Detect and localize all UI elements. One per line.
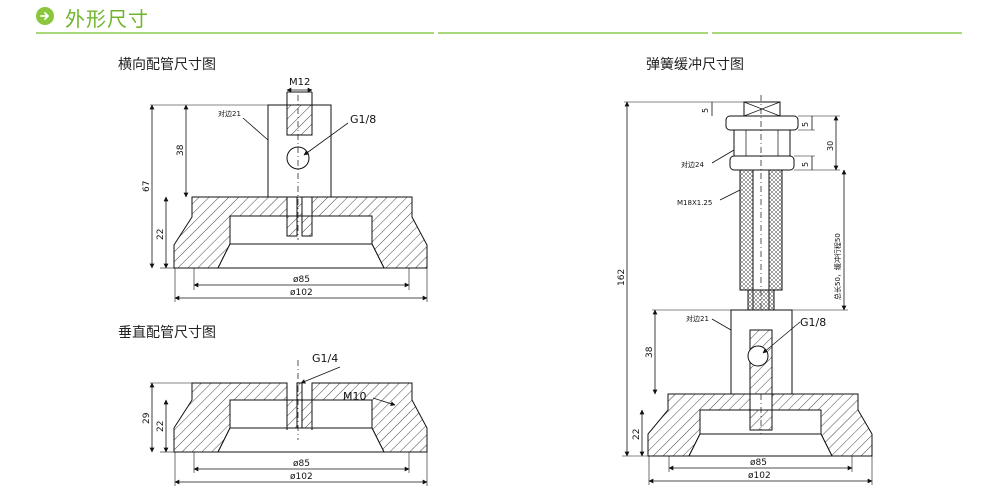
spring-dim-38: 38 [645,346,655,358]
horizontal-dim-85: ø85 [293,275,310,285]
vertical-dim-29: 29 [142,412,152,424]
horizontal-dim-38: 38 [176,144,186,156]
spring-dim-162: 162 [617,269,627,286]
vertical-drawing-title: 垂直配管尺寸图 [118,325,216,341]
vertical-dim-102: ø102 [290,472,313,482]
header-divider [438,32,708,34]
vertical-dim-22: 22 [156,421,166,432]
spring-dim-5-flange: 5 [801,122,810,127]
section-header: 外形尺寸 [36,0,962,34]
spring-drawing [622,95,873,485]
horizontal-drawing [149,87,428,302]
spring-dim-102: ø102 [748,471,771,481]
horizontal-drawing-title: 横向配管尺寸图 [118,57,216,73]
spring-flats-21-label: 对边21 [686,314,709,323]
vertical-port-label: G1/4 [312,352,338,365]
spring-dim-85: ø85 [750,458,767,468]
header-divider [712,32,962,34]
spring-flats-24-label: 对边24 [681,160,704,169]
spring-drawing-title: 弹簧缓冲尺寸图 [646,57,744,73]
horizontal-dim-22: 22 [156,229,166,240]
spring-stroke-label: 总长50，缓冲行程50 [833,233,842,300]
vertical-drawing [149,360,428,486]
header-divider [36,32,434,34]
spring-thread-label: M18X1.25 [677,199,712,207]
horizontal-thread-label: M12 [289,77,310,88]
arrow-right-circle-icon [36,7,54,25]
horizontal-dim-67: 67 [142,181,152,192]
spring-dim-22: 22 [632,429,642,440]
vertical-thread-label: M10 [343,390,367,403]
horizontal-port-label: G1/8 [350,113,376,126]
vertical-dim-85: ø85 [293,459,310,469]
section-title: 外形尺寸 [65,7,149,31]
spring-dim-5-top: 5 [701,108,710,113]
horizontal-dim-102: ø102 [290,288,313,298]
spring-port-label: G1/8 [800,316,826,329]
horizontal-flats-label: 对边21 [218,109,241,118]
spring-dim-5-nut: 5 [801,162,810,167]
spring-dim-30: 30 [826,141,835,151]
